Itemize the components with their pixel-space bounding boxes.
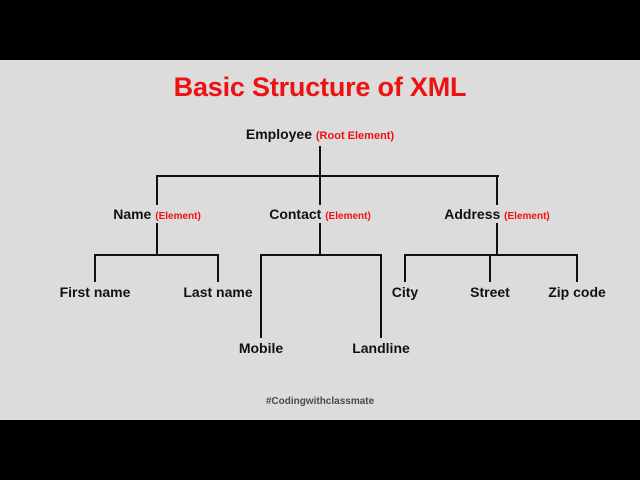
node-contact-label: Contact (269, 206, 322, 222)
connector-last-name-drop (217, 254, 219, 282)
connector-mobile-drop (260, 254, 262, 338)
node-city[interactable]: City (388, 284, 422, 300)
node-address-tag: (Element) (504, 211, 550, 222)
node-name-tag: (Element) (155, 211, 201, 222)
node-last-name[interactable]: Last name (180, 284, 256, 300)
connector-street-drop (489, 254, 491, 282)
connector-city-drop (404, 254, 406, 282)
connector-level2-bus (157, 175, 499, 177)
node-contact-tag: (Element) (325, 211, 371, 222)
node-name-label: Name (113, 206, 152, 222)
connector-address-drop (496, 175, 498, 205)
node-address[interactable]: Address (Element) (441, 206, 553, 222)
connector-address-bus (405, 254, 578, 256)
connector-contact-stem (319, 223, 321, 255)
footer-watermark: #Codingwithclassmate (265, 396, 375, 407)
node-zip-code-label: Zip code (548, 284, 606, 300)
connector-contact-bus (261, 254, 382, 256)
letterbox-bottom (0, 420, 640, 480)
connector-zip-code-drop (576, 254, 578, 282)
connector-name-bus (95, 254, 219, 256)
node-employee-label: Employee (245, 126, 313, 142)
node-contact[interactable]: Contact (Element) (266, 206, 374, 222)
page-title: Basic Structure of XML (173, 72, 467, 102)
node-landline[interactable]: Landline (349, 340, 413, 356)
connector-employee-stem (319, 146, 321, 176)
node-zip-code[interactable]: Zip code (545, 284, 609, 300)
node-employee[interactable]: Employee (Root Element) (242, 126, 398, 142)
connector-address-stem (496, 223, 498, 255)
node-city-label: City (391, 284, 419, 300)
node-street[interactable]: Street (467, 284, 513, 300)
connector-first-name-drop (94, 254, 96, 282)
node-first-name[interactable]: First name (56, 284, 134, 300)
node-address-label: Address (444, 206, 501, 222)
letterbox-top (0, 0, 640, 60)
node-street-label: Street (470, 284, 510, 300)
diagram-area: Basic Structure of XML Employee (Root El… (0, 60, 640, 420)
node-mobile-label: Mobile (238, 340, 284, 356)
node-first-name-label: First name (59, 284, 131, 300)
connector-name-drop (156, 175, 158, 205)
node-employee-tag: (Root Element) (315, 130, 395, 142)
node-last-name-label: Last name (183, 284, 253, 300)
connector-name-stem (156, 223, 158, 255)
node-name[interactable]: Name (Element) (110, 206, 204, 222)
connector-landline-drop (380, 254, 382, 338)
connector-contact-drop (319, 175, 321, 205)
node-mobile[interactable]: Mobile (235, 340, 287, 356)
node-landline-label: Landline (352, 340, 410, 356)
